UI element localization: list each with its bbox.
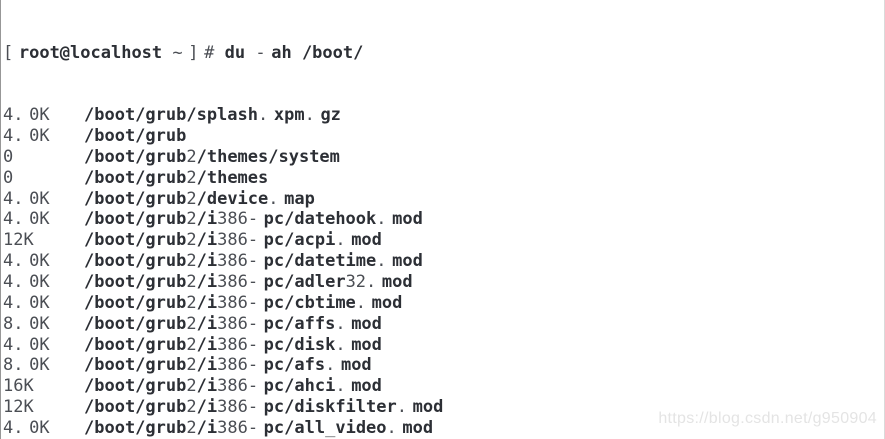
- du-entry-size: 4.0K: [3, 105, 50, 126]
- du-entry-path: /boot/grub2/i386-pc/all_video.mod: [84, 417, 434, 438]
- du-output-row: 16K/boot/grub2/i386-pc/ahci.mod: [3, 376, 884, 397]
- du-output-row: 4.0K/boot/grub2/i386-pc/datetime.mod: [3, 251, 884, 272]
- du-entry-path: /boot/grub2/device.map: [84, 188, 315, 209]
- terminal-output: [root@localhost ~]# du -ah /boot/ 4.0K/b…: [3, 1, 884, 439]
- shell-prompt: [root@localhost ~]#: [3, 42, 215, 63]
- du-output-row: 12K/boot/grub2/i386-pc/diskfilter.mod: [3, 397, 884, 418]
- du-entry-path: /boot/grub2/i386-pc/adler32.mod: [84, 271, 413, 292]
- csdn-watermark: https://blog.csdn.net/g950904: [658, 410, 877, 427]
- prompt-line: [root@localhost ~]# du -ah /boot/: [3, 43, 884, 64]
- du-entry-path: /boot/grub2/i386-pc/acpi.mod: [84, 230, 382, 251]
- du-entry-size: 8.0K: [3, 313, 50, 334]
- du-entry-size: 16K: [3, 376, 34, 397]
- du-entry-path: /boot/grub2/themes: [84, 167, 269, 188]
- du-output-row: 12K/boot/grub2/i386-pc/acpi.mod: [3, 230, 884, 251]
- du-entry-size: 4.0K: [3, 126, 50, 147]
- du-entry-size: 12K: [3, 230, 34, 251]
- du-entry-size: 12K: [3, 397, 34, 418]
- du-output-row: 4.0K/boot/grub/splash.xpm.gz: [3, 105, 884, 126]
- du-entry-size: 4.0K: [3, 251, 50, 272]
- du-output-row: 4.0K/boot/grub2/device.map: [3, 189, 884, 210]
- du-entry-size: 0: [3, 146, 14, 167]
- du-entry-path: /boot/grub2/i386-pc/datetime.mod: [84, 251, 423, 272]
- shell-command: du -ah /boot/: [224, 42, 364, 63]
- du-entry-size: 4.0K: [3, 209, 50, 230]
- du-output-row: 8.0K/boot/grub2/i386-pc/afs.mod: [3, 355, 884, 376]
- du-entry-size: 4.0K: [3, 188, 50, 209]
- du-output-row: 4.0K/boot/grub2/i386-pc/cbtime.mod: [3, 293, 884, 314]
- du-entry-path: /boot/grub2/i386-pc/ahci.mod: [84, 376, 382, 397]
- du-entry-size: 0: [3, 167, 14, 188]
- du-output-row: 4.0K/boot/grub2/i386-pc/disk.mod: [3, 335, 884, 356]
- du-entry-size: 8.0K: [3, 355, 50, 376]
- du-entry-size: 4.0K: [3, 334, 50, 355]
- du-entry-size: 4.0K: [3, 292, 50, 313]
- du-output-row: 4.0K/boot/grub: [3, 126, 884, 147]
- du-output-row: 4.0K/boot/grub2/i386-pc/adler32.mod: [3, 272, 884, 293]
- du-entry-size: 4.0K: [3, 417, 50, 438]
- du-output-row: 4.0K/boot/grub2/i386-pc/all_video.mod: [3, 418, 884, 439]
- du-entry-path: /boot/grub/splash.xpm.gz: [84, 105, 341, 126]
- du-entry-path: /boot/grub2/i386-pc/diskfilter.mod: [84, 397, 444, 418]
- du-entry-path: /boot/grub2/themes/system: [84, 146, 340, 167]
- du-entry-path: /boot/grub2/i386-pc/datehook.mod: [84, 209, 423, 230]
- du-output-row: 8.0K/boot/grub2/i386-pc/affs.mod: [3, 314, 884, 335]
- du-entry-path: /boot/grub2/i386-pc/affs.mod: [84, 313, 382, 334]
- du-output-row: 4.0K/boot/grub2/i386-pc/datehook.mod: [3, 209, 884, 230]
- du-entry-size: 4.0K: [3, 271, 50, 292]
- du-entry-path: /boot/grub: [84, 126, 187, 147]
- du-entry-path: /boot/grub2/i386-pc/cbtime.mod: [84, 292, 403, 313]
- du-output-row: 0/boot/grub2/themes/system: [3, 147, 884, 168]
- du-output-row: 0/boot/grub2/themes: [3, 168, 884, 189]
- du-entry-path: /boot/grub2/i386-pc/disk.mod: [84, 334, 382, 355]
- du-entry-path: /boot/grub2/i386-pc/afs.mod: [84, 355, 372, 376]
